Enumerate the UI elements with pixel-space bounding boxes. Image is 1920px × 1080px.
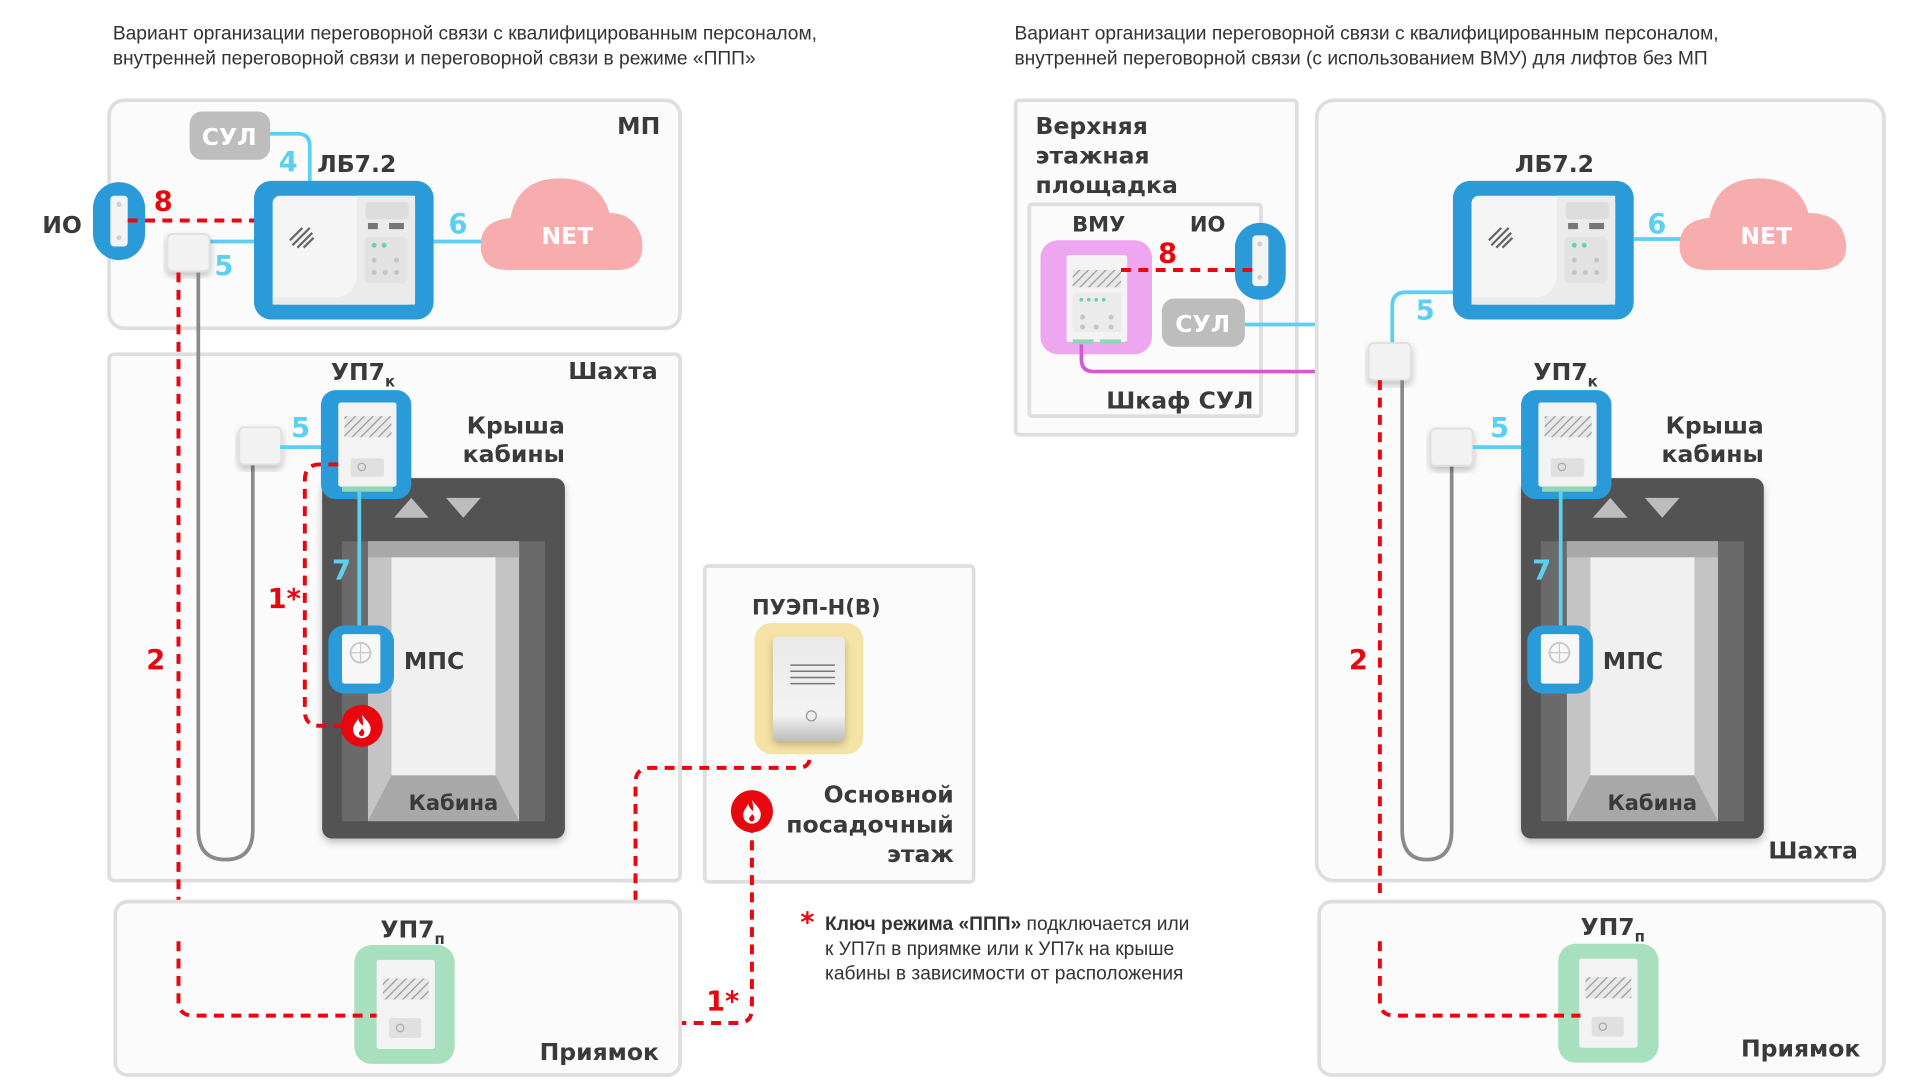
io-device-right[interactable] (1234, 222, 1286, 300)
up7p-device-right[interactable] (1558, 943, 1659, 1063)
roof-label-left-line2: кабины (463, 440, 565, 468)
sul-cabinet-label: Шкаф СУЛ (1106, 387, 1253, 415)
line-number-8-left: 8 (154, 187, 173, 218)
up7k-device-right[interactable] (1521, 390, 1612, 500)
roof-label-right-line2: кабины (1662, 440, 1764, 468)
main-floor-line2: посадочный (786, 810, 954, 838)
roof-label-left-line1: Крыша (467, 411, 565, 439)
sul-device-left[interactable]: СУЛ (189, 111, 271, 160)
mps-device-left[interactable] (328, 625, 394, 694)
vmu-label: ВМУ (1072, 212, 1125, 237)
line-number-6-left: 6 (448, 209, 467, 240)
puep-device[interactable] (754, 622, 864, 755)
line-number-5-left-shaft: 5 (291, 413, 310, 444)
left-caption-line2: внутренней переговорной связи и перегово… (113, 48, 756, 69)
upper-landing-line1: Верхняя (1036, 112, 1148, 140)
up7k-device-left[interactable] (320, 390, 412, 500)
line-number-5-right-top: 5 (1416, 296, 1435, 327)
footnote-line1: Ключ режима «ППП» подключается или (825, 914, 1189, 935)
traveling-cable-left (196, 272, 255, 862)
wire-2-left-pit (176, 941, 377, 1018)
line-number-5-right-shaft: 5 (1490, 413, 1509, 444)
lb72-label-left: ЛБ7.2 (317, 150, 396, 178)
wire-5-right-top (1390, 290, 1474, 347)
junction-box-machine-room (167, 234, 209, 271)
up7p-label-right: УП7п (1581, 913, 1645, 945)
wire-4-left (267, 131, 312, 199)
machine-room-label: МП (617, 112, 660, 140)
sul-label-right: СУЛ (1175, 310, 1230, 338)
line-number-8-right: 8 (1158, 239, 1177, 270)
junction-box-shaft-right (1431, 429, 1473, 466)
line-number-1-star-pit: 1* (706, 987, 739, 1018)
line-number-1-star-cabin: 1* (268, 584, 301, 615)
pit-label-left: Приямок (540, 1038, 659, 1066)
up7k-label-left: УП7к (331, 358, 395, 390)
cabin-label-right: Кабина (1608, 790, 1698, 815)
io-device-left[interactable] (93, 182, 146, 261)
lb72-device-right[interactable] (1452, 180, 1634, 320)
vmu-device[interactable] (1040, 240, 1152, 355)
line-number-7-left: 7 (332, 556, 351, 587)
speaker-grille-icon (1488, 227, 1514, 249)
sul-label-left: СУЛ (202, 123, 257, 151)
junction-box-right-top (1369, 343, 1411, 380)
line-number-5-left-top: 5 (214, 251, 233, 282)
line-number-2-left: 2 (146, 645, 165, 676)
up7k-label-right: УП7к (1533, 358, 1597, 390)
line-number-2-right: 2 (1349, 645, 1368, 676)
right-caption-line2: внутренней переговорной связи (с использ… (1014, 48, 1707, 69)
main-floor-line1: Основной (824, 781, 954, 809)
main-floor-line3: этаж (887, 840, 954, 868)
left-caption-line1: Вариант организации переговорной связи с… (113, 24, 817, 45)
wire-1-star-cabin (302, 462, 345, 728)
puep-label: ПУЭП-Н(В) (752, 594, 881, 619)
cabin-label-left: Кабина (409, 790, 499, 815)
net-cloud-right: NET (1679, 178, 1847, 270)
wire-2-right-pit (1377, 941, 1581, 1018)
mps-label-left: МПС (404, 647, 464, 675)
footnote-line3: кабины в зависимости от расположения (825, 964, 1183, 985)
net-cloud-left: NET (480, 178, 643, 270)
upper-landing-line3: площадка (1036, 171, 1178, 199)
junction-box-shaft-left (239, 427, 281, 464)
speaker-grille-icon (289, 227, 315, 249)
wire-vmu (1079, 344, 1375, 374)
io-label-left: ИО (42, 211, 82, 239)
up7p-label-left: УП7п (380, 916, 444, 948)
mps-device-right[interactable] (1527, 625, 1593, 694)
net-label-right: NET (1740, 222, 1792, 250)
roof-label-right-line1: Крыша (1666, 411, 1764, 439)
line-number-6-right: 6 (1647, 209, 1666, 240)
wire-1-star-pit (433, 832, 754, 1026)
line-number-7-right: 7 (1532, 556, 1551, 587)
sul-device-right[interactable]: СУЛ (1161, 298, 1245, 347)
lb72-device-left[interactable] (254, 180, 434, 320)
mps-label-right: МПС (1603, 647, 1663, 675)
upper-landing-line2: этажная (1036, 141, 1150, 169)
shaft-label-right: Шахта (1768, 836, 1858, 864)
shaft-label-left: Шахта (568, 357, 658, 385)
pit-label-right: Приямок (1741, 1034, 1860, 1062)
up7p-device-left[interactable] (354, 945, 455, 1064)
fire-key-icon-landing[interactable] (730, 790, 773, 833)
net-label-left: NET (541, 222, 593, 250)
right-caption-line1: Вариант организации переговорной связи с… (1014, 24, 1718, 45)
footnote-star: * (800, 907, 814, 938)
line-number-4: 4 (279, 147, 298, 178)
fire-key-icon-cabin[interactable] (340, 704, 383, 747)
footnote: * Ключ режима «ППП» подключается или к У… (800, 907, 1189, 984)
traveling-cable-right (1400, 380, 1454, 862)
io-label-right: ИО (1190, 212, 1226, 237)
lb72-label-right: ЛБ7.2 (1515, 150, 1594, 178)
footnote-line2: к УП7п в приямке или к УП7к на крыше (825, 939, 1174, 960)
